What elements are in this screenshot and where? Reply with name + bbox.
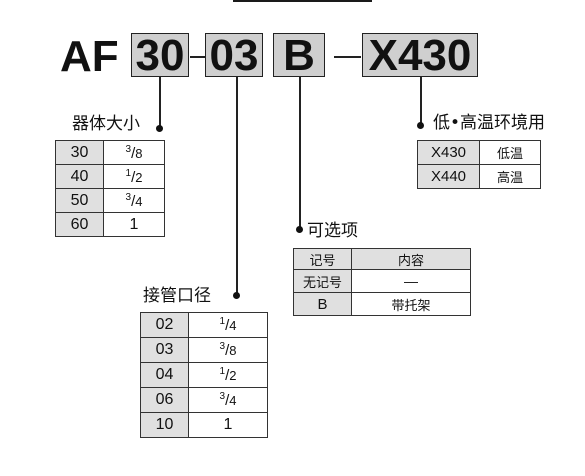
code-box-port-size: 03 [205,31,263,80]
thread-num: 3 [125,143,132,155]
body-size-thread-cell: 3/4 [103,188,165,213]
leader-dot-port-size [233,292,240,299]
body-size-thread-cell: 1 [103,212,165,237]
code-box-option: B [273,31,325,80]
port-thread-cell: 1/2 [188,362,268,388]
table-row: 无记号 — [293,269,471,293]
port-size-table: 02 1/4 03 3/8 04 1/2 06 3/4 10 1 [140,312,268,438]
code-port-size: 03 [209,31,259,80]
option-symbol-cell: 无记号 [293,269,352,293]
thread-num: 3 [219,391,226,402]
body-size-title: 器体大小 [72,114,140,134]
table-row: 40 1/2 [55,164,165,189]
leader-port-size [236,77,238,296]
option-header-symbol: 记号 [293,248,352,270]
code-body-size: 30 [135,31,185,80]
temp-code-cell: X440 [417,164,480,189]
leader-dot-temp [417,122,424,129]
thread-num: 1 [219,366,226,377]
port-code-cell: 06 [140,387,189,413]
table-row: 60 1 [55,212,165,237]
thread-num: 1 [219,316,226,327]
thread-den: 8 [135,145,143,161]
temp-desc-cell: 低温 [479,140,541,165]
leader-dot-body-size [156,125,163,132]
thread-num: 3 [219,341,226,352]
table-row: 04 1/2 [140,362,268,388]
body-size-thread-cell: 1/2 [103,164,165,189]
code-box-body-size: 30 [131,31,189,80]
body-size-table: 30 3/8 40 1/2 50 3/4 60 1 [55,140,165,237]
port-size-title: 接管口径 [143,286,211,306]
table-row: 02 1/4 [140,312,268,338]
option-header-content: 内容 [351,248,471,270]
thread-num: 1 [125,167,132,179]
temp-table: X430 低温 X440 高温 [417,140,541,189]
body-size-cell: 40 [55,164,104,189]
code-option: B [283,31,315,80]
port-thread-cell: 1/4 [188,312,268,338]
port-thread-cell: 3/8 [188,337,268,363]
port-code-cell: 02 [140,312,189,338]
thread-den: 2 [229,368,237,383]
option-content-cell: 带托架 [351,292,471,316]
thread-den: 4 [135,193,143,209]
thread-num: 3 [125,191,132,203]
option-table: 记号 内容 无记号 — B 带托架 [293,248,471,316]
leader-dot-option [296,226,303,233]
code-box-suffix: X430 [362,31,478,80]
table-row: 10 1 [140,412,268,438]
code-suffix: X430 [368,31,472,80]
table-row: 50 3/4 [55,188,165,213]
port-thread-cell: 3/4 [188,387,268,413]
code-dash-1 [190,56,205,58]
thread-den: 2 [135,169,143,185]
option-content-cell: — [351,269,471,293]
leader-temp [420,77,422,125]
table-row: X430 低温 [417,140,541,165]
thread-den: 4 [229,318,237,333]
temp-title: 低•高温环境用 [433,113,546,133]
body-size-cell: 30 [55,140,104,165]
body-size-cell: 50 [55,188,104,213]
option-title: 可选项 [307,221,358,241]
table-header-row: 记号 内容 [293,248,471,270]
code-dash-2 [334,56,361,58]
table-row: 30 3/8 [55,140,165,165]
port-code-cell: 03 [140,337,189,363]
body-size-thread-cell: 3/8 [103,140,165,165]
table-row: 03 3/8 [140,337,268,363]
top-rule [233,0,372,2]
port-code-cell: 04 [140,362,189,388]
port-thread-cell: 1 [188,412,268,438]
table-row: 06 3/4 [140,387,268,413]
temp-code-cell: X430 [417,140,480,165]
leader-body-size [159,77,161,128]
table-row: B 带托架 [293,292,471,316]
thread-den: 4 [229,393,237,408]
leader-option [299,77,301,229]
table-row: X440 高温 [417,164,541,189]
port-code-cell: 10 [140,412,189,438]
body-size-cell: 60 [55,212,104,237]
model-prefix: AF [60,32,119,81]
thread-den: 8 [229,343,237,358]
option-symbol-cell: B [293,292,352,316]
temp-desc-cell: 高温 [479,164,541,189]
